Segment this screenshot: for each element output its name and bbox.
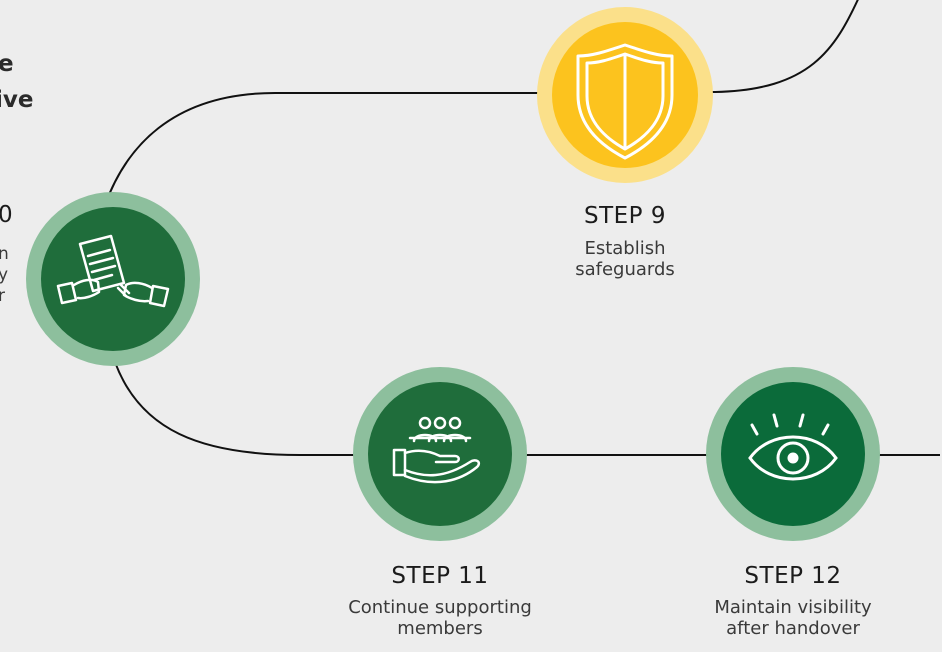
step-10-node <box>26 192 200 366</box>
eye-icon <box>748 413 838 481</box>
step-11-title: STEP 11 <box>391 563 489 589</box>
step-12-label: STEP 12 Maintain visibility after handov… <box>673 563 913 640</box>
handshake-document-icon <box>56 234 170 308</box>
roadmap-path <box>104 0 940 456</box>
step-11-desc-line-1: Continue supporting <box>348 596 532 618</box>
step-10-desc-line-2: y <box>0 265 9 285</box>
step-11-fill <box>368 382 512 526</box>
step-12-desc: Maintain visibility after handover <box>673 597 913 640</box>
section-heading: e ive <box>0 47 38 118</box>
step-10-fill <box>41 207 185 351</box>
shield-icon <box>576 43 674 160</box>
step-12-title: STEP 12 <box>744 563 842 589</box>
hand-people-icon <box>392 416 481 484</box>
heading-line-2: ive <box>0 86 34 113</box>
step-11-desc-line-2: members <box>397 618 483 640</box>
step-9-node <box>537 7 713 183</box>
step-9-desc-line-2: safeguards <box>575 259 675 281</box>
step-10-desc-fragment: n y r <box>0 244 9 307</box>
step-11-desc: Continue supporting members <box>320 597 560 640</box>
step-10-title-fragment: 0 <box>0 202 14 228</box>
step-12-node <box>706 367 880 541</box>
step-10-desc-line-3: r <box>0 286 5 306</box>
step-12-desc-line-2: after handover <box>726 618 860 640</box>
step-10-desc-line-1: n <box>0 244 9 264</box>
step-11-node <box>353 367 527 541</box>
heading-line-1: e <box>0 51 14 77</box>
step-9-desc-line-1: Establish <box>584 237 666 259</box>
step-9-desc: Establish safeguards <box>525 238 725 281</box>
step-9-label: STEP 9 Establish safeguards <box>525 203 725 281</box>
step-11-label: STEP 11 Continue supporting members <box>320 563 560 640</box>
step-9-title: STEP 9 <box>584 203 666 229</box>
step-12-desc-line-1: Maintain visibility <box>714 596 872 618</box>
